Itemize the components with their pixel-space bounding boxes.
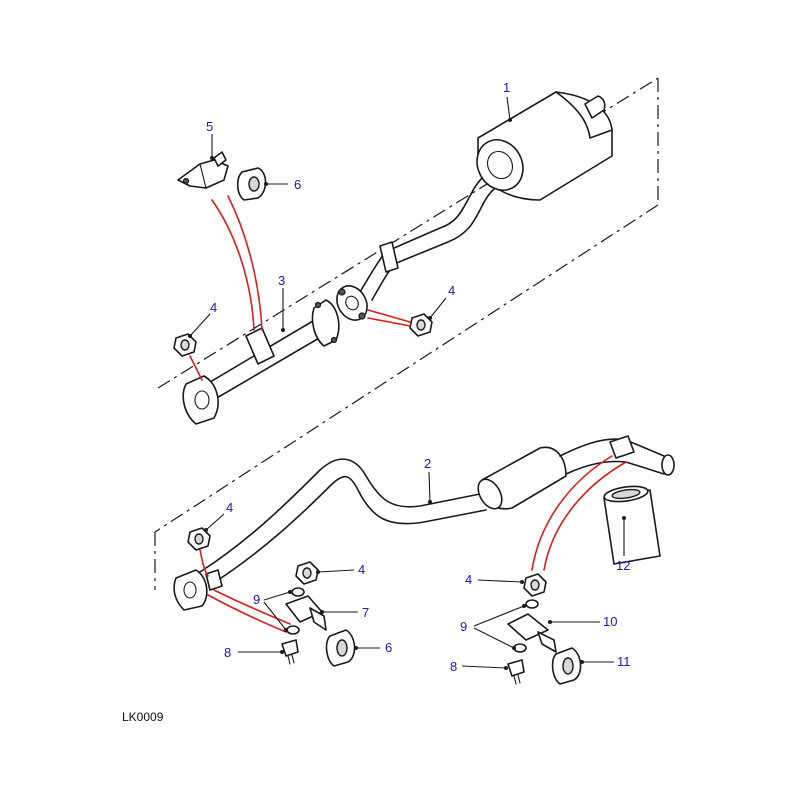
rubber-mounting-upper bbox=[236, 167, 267, 201]
assembly-lines bbox=[189, 195, 627, 633]
bolt-lower-b bbox=[507, 659, 525, 685]
callout-8-left: 8 bbox=[224, 645, 231, 660]
bolt-lower-a bbox=[281, 639, 299, 665]
callout-4-lower-flange: 4 bbox=[226, 500, 233, 515]
tail-pipe-extension bbox=[603, 485, 661, 565]
mounting-bracket-lower-a bbox=[285, 595, 327, 631]
rubber-mounting-lower-b bbox=[551, 647, 582, 685]
callout-11: 11 bbox=[617, 654, 631, 669]
callout-5: 5 bbox=[206, 119, 213, 134]
callout-3: 3 bbox=[278, 273, 285, 288]
nut-lower-left-flange bbox=[187, 527, 211, 551]
callout-1: 1 bbox=[503, 80, 510, 95]
callout-6-upper: 6 bbox=[294, 177, 301, 192]
callout-9-left: 9 bbox=[253, 592, 260, 607]
callout-4-upper-right: 4 bbox=[448, 283, 455, 298]
callout-4-lower-left: 4 bbox=[358, 562, 365, 577]
callout-7: 7 bbox=[362, 605, 369, 620]
callout-12: 12 bbox=[616, 558, 630, 573]
rear-silencer-assembly bbox=[336, 91, 613, 321]
washer-lower-a bbox=[286, 587, 305, 635]
diagram-reference-code: LK0009 bbox=[122, 710, 164, 724]
front-pipe-assembly bbox=[173, 435, 675, 611]
callout-8-right: 8 bbox=[450, 659, 457, 674]
washer-lower-b bbox=[513, 599, 539, 653]
callout-4-lower-right: 4 bbox=[465, 572, 472, 587]
callout-6-lower: 6 bbox=[385, 640, 392, 655]
callout-labels: 1 5 6 3 4 4 2 4 4 9 7 8 6 4 9 10 8 11 12 bbox=[206, 80, 631, 674]
intermediate-pipe bbox=[182, 299, 340, 425]
hanger-bracket-upper bbox=[177, 151, 229, 189]
rubber-mounting-lower-a bbox=[325, 629, 356, 667]
callout-4-upper-left: 4 bbox=[210, 300, 217, 315]
nut-lower-bracket-b bbox=[523, 573, 547, 597]
callout-9-right: 9 bbox=[460, 619, 467, 634]
nut-upper-left bbox=[173, 333, 197, 357]
nut-lower-bracket-a bbox=[295, 561, 319, 585]
nut-upper-right bbox=[409, 313, 433, 337]
callout-2: 2 bbox=[424, 456, 431, 471]
callout-10: 10 bbox=[603, 614, 617, 629]
mounting-bracket-lower-b bbox=[507, 613, 557, 653]
leader-lines bbox=[188, 96, 626, 670]
